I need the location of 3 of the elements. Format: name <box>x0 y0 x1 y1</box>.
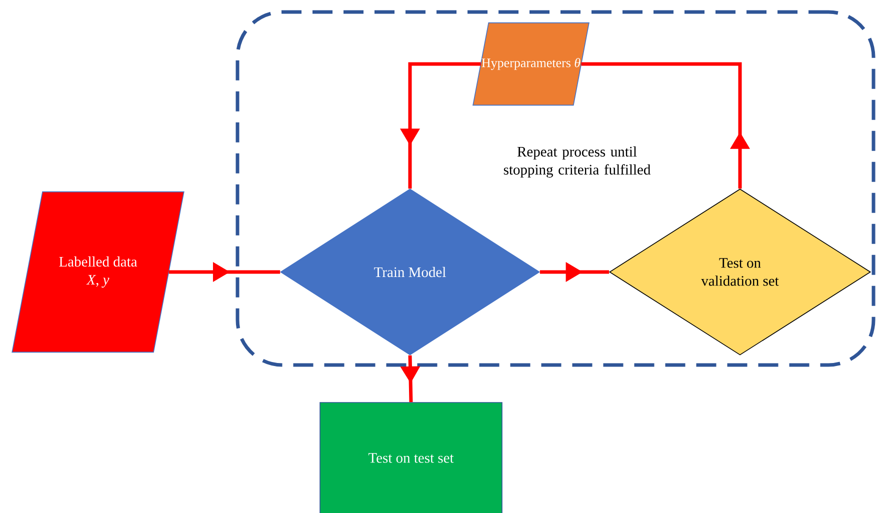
input-parallelogram: Labelled data X, y <box>12 191 184 353</box>
parameter-parallelogram: Hyperparameters θ <box>472 22 590 106</box>
process-box: Test on test set <box>320 402 502 513</box>
